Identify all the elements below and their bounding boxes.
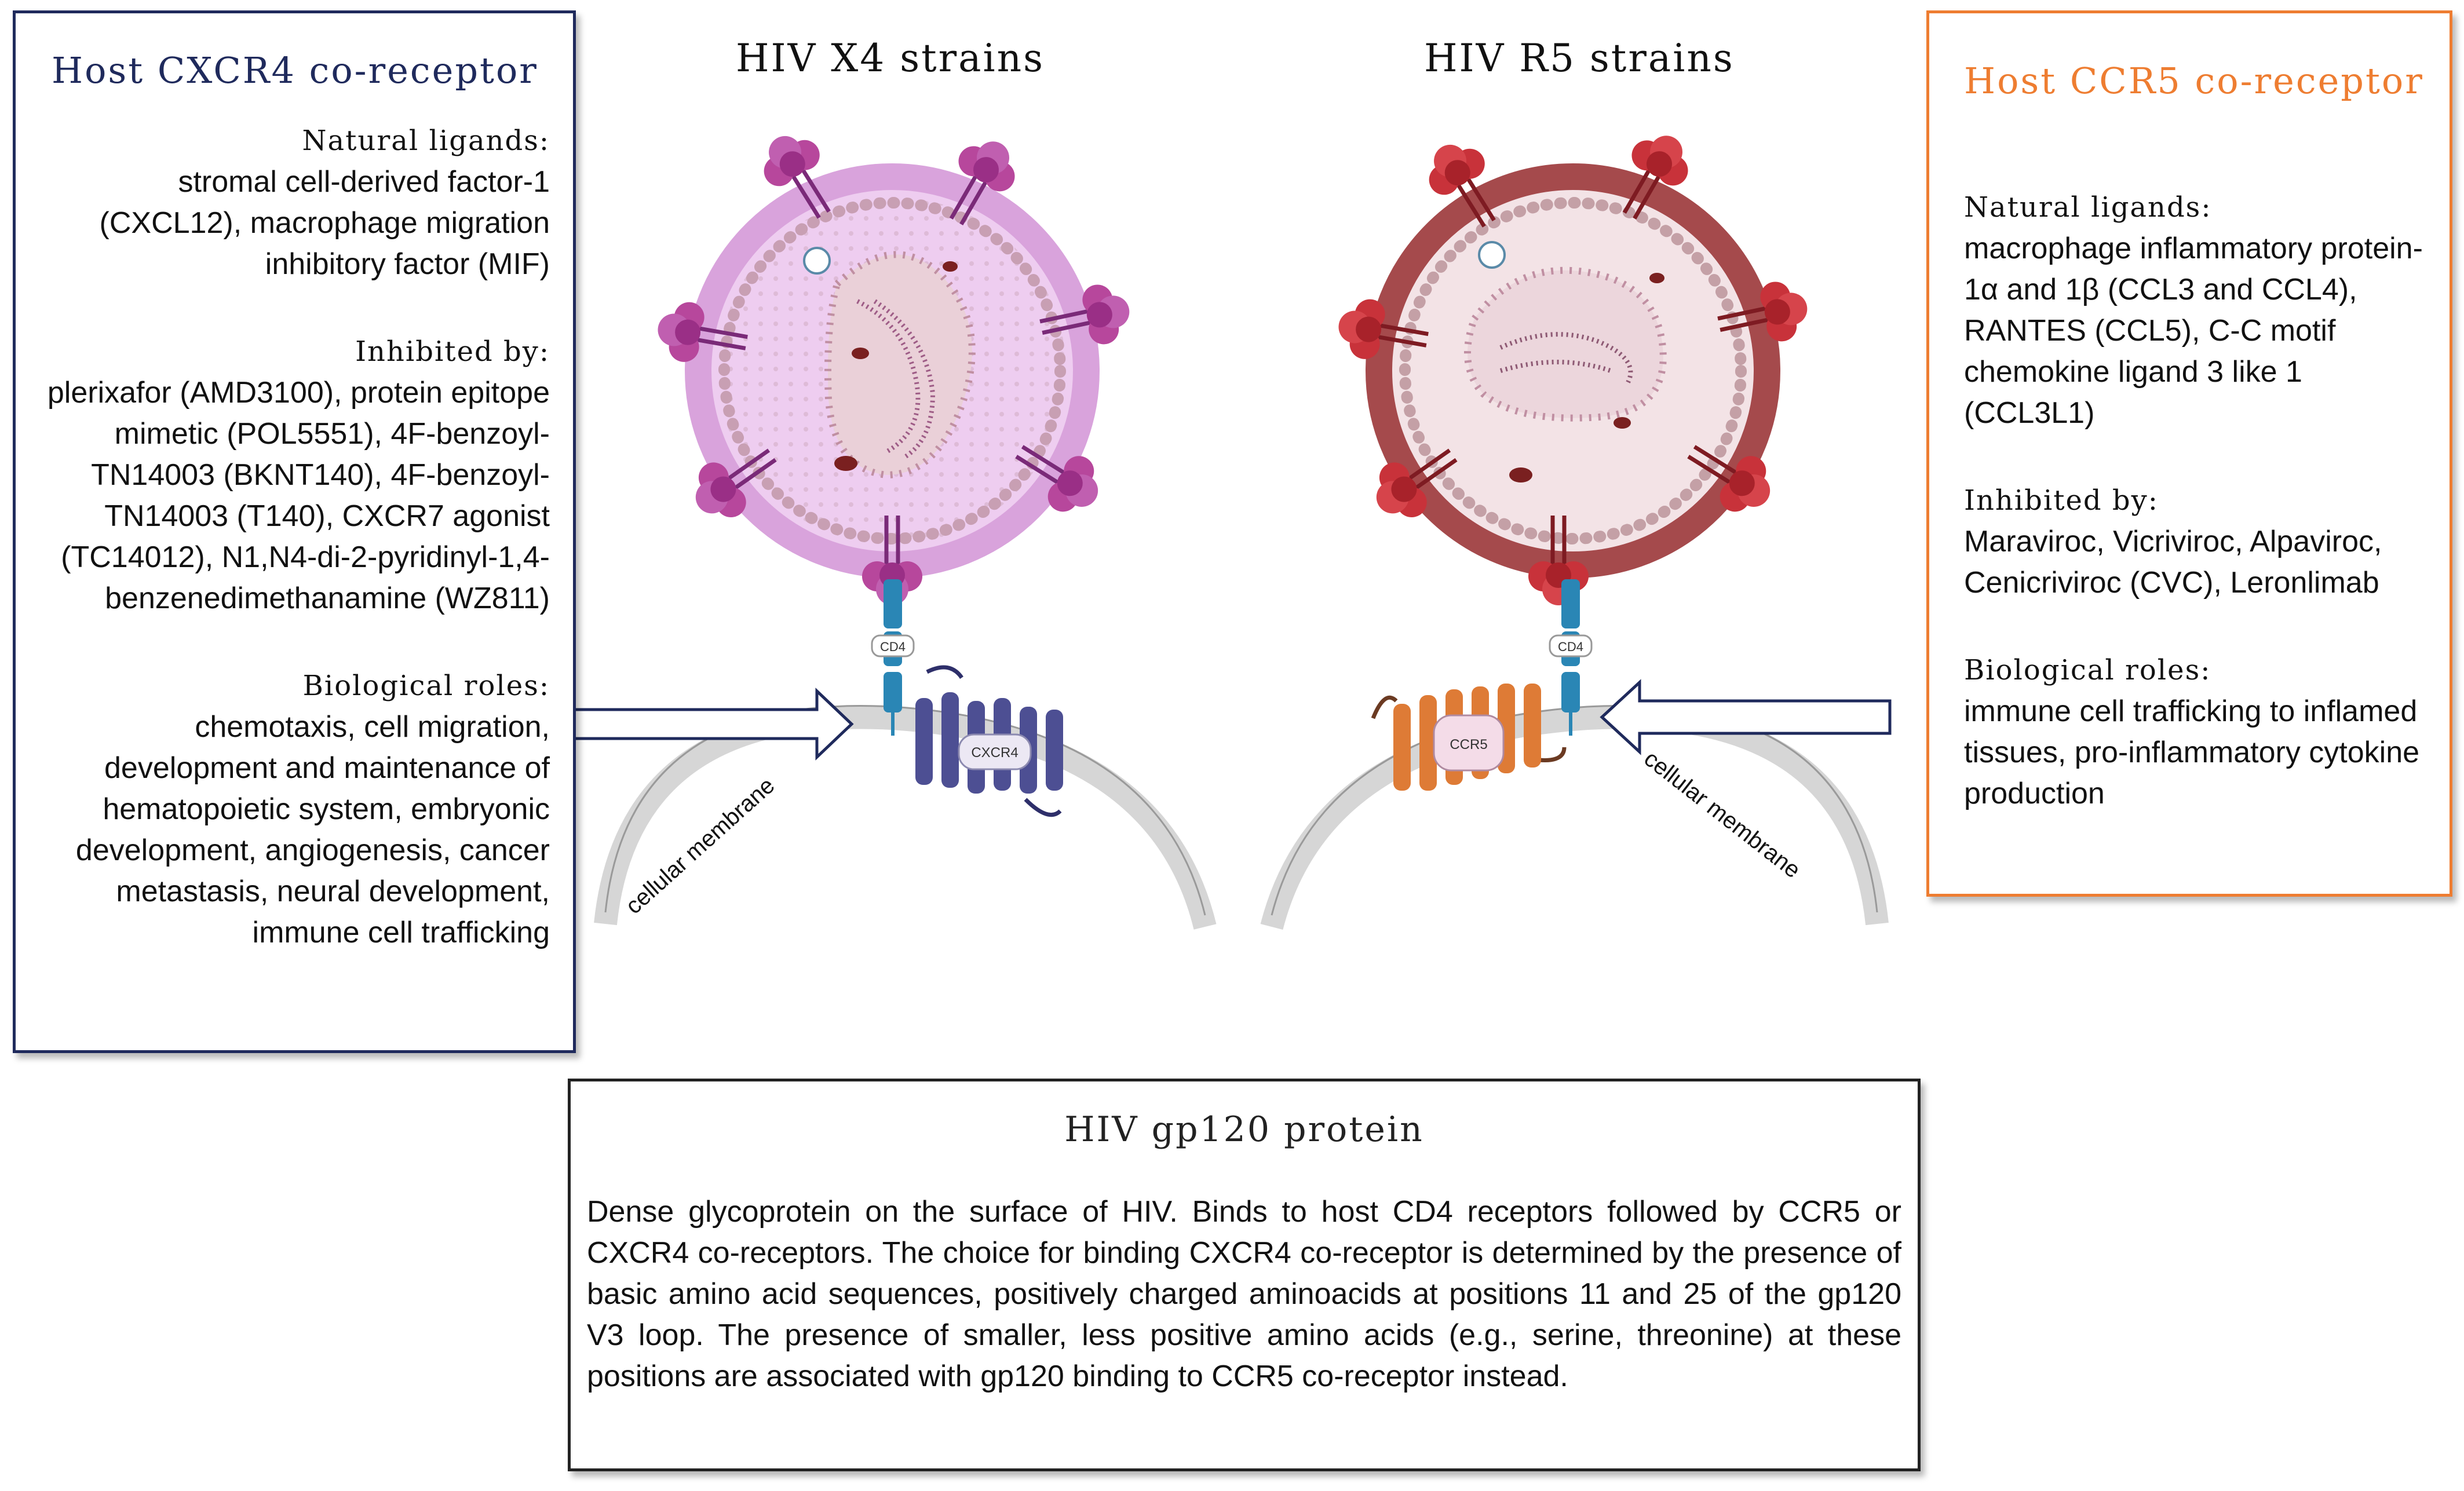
ccr5-info-box: Host CCR5 co-receptor Natural ligands: m… bbox=[1926, 10, 2452, 897]
cxcr4-label: CXCR4 bbox=[971, 745, 1018, 761]
ccr5-inhibited-heading: Inhibited by: bbox=[1964, 484, 2159, 517]
cxcr4-inhibited-heading: Inhibited by: bbox=[355, 335, 550, 368]
ccr5-label: CCR5 bbox=[1450, 737, 1487, 752]
ccr5-inhibited-text: Maraviroc, Vicriviroc, Alpaviroc, Cenicr… bbox=[1964, 525, 2382, 600]
ccr5-protein: CCR5 bbox=[1371, 684, 1567, 791]
gp120-box-title: HIV gp120 protein bbox=[1064, 1109, 1424, 1150]
cxcr4-protein: CXCR4 bbox=[915, 665, 1063, 817]
gp120-description: Dense glycoprotein on the surface of HIV… bbox=[587, 1195, 1901, 1393]
cd4-label-r5: CD4 bbox=[1558, 639, 1583, 654]
cxcr4-info-box: Host CXCR4 co-receptor Natural ligands: … bbox=[13, 10, 576, 1053]
ccr5-ligands-heading: Natural ligands: bbox=[1964, 191, 2212, 224]
arrow-to-cxcr4 bbox=[556, 688, 854, 761]
hiv-r5-virion bbox=[1366, 163, 1780, 578]
membrane-r5 bbox=[1260, 704, 1889, 930]
ccr5-box-content: Natural ligands: macrophage inflammatory… bbox=[1964, 187, 2439, 814]
cxcr4-roles-heading: Biological roles: bbox=[302, 670, 550, 702]
cxcr4-ligands-heading: Natural ligands: bbox=[302, 125, 550, 157]
ccr5-box-title: Host CCR5 co-receptor bbox=[1964, 60, 2424, 102]
gp120-info-box: HIV gp120 protein Dense glycoprotein on … bbox=[568, 1079, 1921, 1471]
hiv-x4-virion bbox=[685, 163, 1100, 578]
cxcr4-ligands-text: stromal cell-derived factor-1 (CXCL12), … bbox=[99, 165, 550, 281]
cd4-receptor-x4: CD4 bbox=[871, 579, 915, 736]
ccr5-roles-text: immune cell trafficking to inflamed tiss… bbox=[1964, 695, 2420, 810]
cxcr4-box-content: Natural ligands: stromal cell-derived fa… bbox=[28, 120, 550, 953]
r5-strains-title: HIV R5 strains bbox=[1424, 36, 1735, 81]
arrow-to-ccr5 bbox=[1600, 679, 1892, 755]
cd4-label-x4: CD4 bbox=[880, 639, 906, 654]
cxcr4-inhibited-text: plerixafor (AMD3100), protein epitope mi… bbox=[47, 376, 550, 615]
cxcr4-roles-text: chemotaxis, cell migration, development … bbox=[75, 710, 550, 949]
ccr5-roles-heading: Biological roles: bbox=[1964, 654, 2211, 686]
cxcr4-box-title: Host CXCR4 co-receptor bbox=[52, 49, 538, 92]
cd4-receptor-r5: CD4 bbox=[1549, 579, 1593, 736]
x4-strains-title: HIV X4 strains bbox=[736, 36, 1045, 81]
ccr5-ligands-text: macrophage inflammatory protein-1α and 1… bbox=[1964, 232, 2423, 430]
